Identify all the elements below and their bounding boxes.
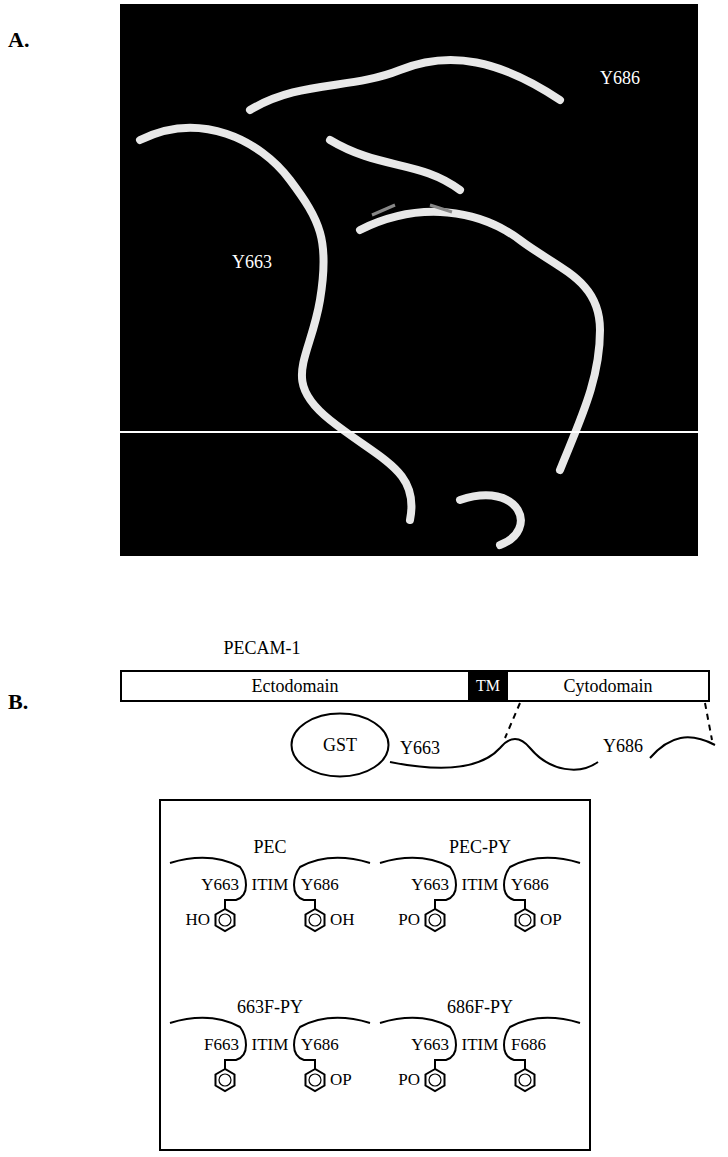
residue-label: Y686 <box>600 68 640 88</box>
protein-model <box>120 4 698 556</box>
residue-label: F686 <box>511 1035 546 1054</box>
variant-name: 663F-PY <box>237 997 303 1017</box>
node-text: Cytodomain <box>564 676 653 696</box>
residue-label: Y663 <box>232 252 272 272</box>
residue-label: Y686 <box>603 736 643 756</box>
itim-motifs <box>170 858 580 1091</box>
variant-panel <box>160 800 590 1150</box>
tm-box: TM <box>470 670 506 702</box>
node-text: TM <box>476 676 500 696</box>
residue-label: Y663 <box>411 875 449 894</box>
residue-label: Y663 <box>411 1035 449 1054</box>
variant-name: PEC <box>253 837 286 857</box>
panel-letter: B. <box>8 690 28 714</box>
phosphate-label: OH <box>330 910 355 929</box>
cytodomain-box: Cytodomain <box>506 670 710 702</box>
phosphate-label: OP <box>330 1070 352 1089</box>
motif-label: ITIM <box>462 1035 499 1054</box>
residue-label: Y663 <box>201 875 239 894</box>
variant-name: 686F-PY <box>447 997 513 1017</box>
node-text: Ectodomain <box>252 676 339 696</box>
residue-label: Y686 <box>301 875 339 894</box>
residue-label: Y686 <box>301 1035 339 1054</box>
phosphate-label: OP <box>540 910 562 929</box>
residue-label: Y686 <box>511 875 549 894</box>
motif-label: ITIM <box>462 875 499 894</box>
residue-label: F663 <box>204 1035 239 1054</box>
phosphate-label: PO <box>398 910 420 929</box>
residue-label: Y663 <box>400 738 440 758</box>
motif-label: ITIM <box>252 875 289 894</box>
variant-name: PEC-PY <box>449 837 511 857</box>
phosphate-label: PO <box>398 1070 420 1089</box>
gst-ellipse: GST <box>290 712 390 778</box>
ectodomain-box: Ectodomain <box>120 670 470 702</box>
protein-name: PECAM-1 <box>223 638 300 658</box>
phosphate-label: HO <box>185 910 210 929</box>
motif-label: ITIM <box>252 1035 289 1054</box>
node-text: GST <box>323 735 357 755</box>
cytodomain-construct <box>390 703 715 770</box>
panel-letter: A. <box>8 28 29 52</box>
